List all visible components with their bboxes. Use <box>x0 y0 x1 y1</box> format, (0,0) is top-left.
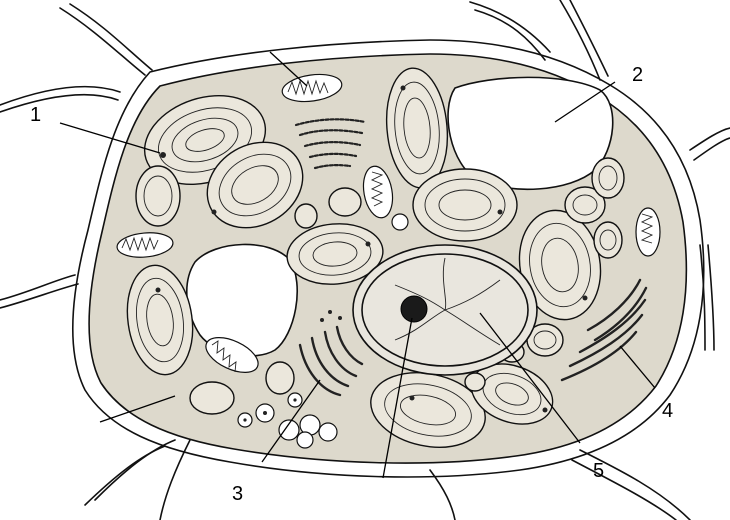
label-3: 3 <box>232 483 243 505</box>
label-2: 2 <box>632 64 643 86</box>
vacuole-small <box>187 244 297 355</box>
nucleolus <box>401 296 427 322</box>
label-5: 5 <box>593 460 604 482</box>
nucleus <box>353 245 537 375</box>
label-1: 1 <box>30 104 41 126</box>
label-4: 4 <box>662 400 673 422</box>
